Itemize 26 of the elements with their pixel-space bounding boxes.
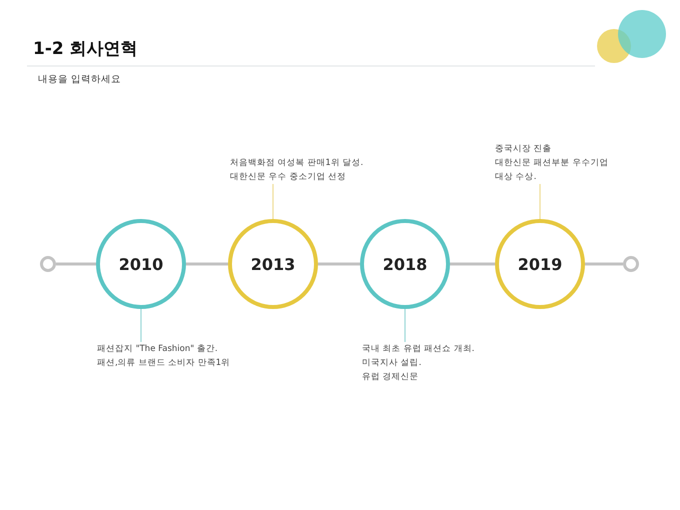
timeline-line [450,262,495,266]
milestone-line: 패션,의류 브랜드 소비자 만족1위 [97,357,230,370]
timeline-line [585,262,623,266]
year-circle: 2010 [96,219,186,309]
timeline-end-circle [623,256,639,272]
milestone-line: 패션잡지 "The Fashion" 출간. [97,343,219,356]
year-circle: 2018 [360,219,450,309]
milestone-line: 미국지사 설립. [362,357,422,370]
milestone-line: 대한신문 우수 중소기업 선정 [230,171,348,184]
milestone-line: 대한신문 패션부분 우수기업 [495,157,608,170]
milestone-line: 유럽 경제신문 [362,371,420,384]
leader-line [272,184,274,220]
timeline-line [56,262,96,266]
timeline-end-circle [40,256,56,272]
subtitle: 내용을 입력하세요 [38,73,122,86]
milestone-line: 처음백화점 여성복 판매1위 달성. [230,157,364,170]
year-circle: 2019 [495,219,585,309]
timeline-line [186,262,228,266]
milestone-line: 중국시장 진출 [495,143,553,156]
milestone-line: 대상 수상. [495,171,538,184]
milestone-line: 국내 최초 유럽 패션쇼 개최. [362,343,475,356]
timeline-line [318,262,360,266]
year-circle: 2013 [228,219,318,309]
title: 1-2 회사연혁 [33,38,138,60]
leader-line [140,308,142,342]
leader-line [404,308,406,342]
